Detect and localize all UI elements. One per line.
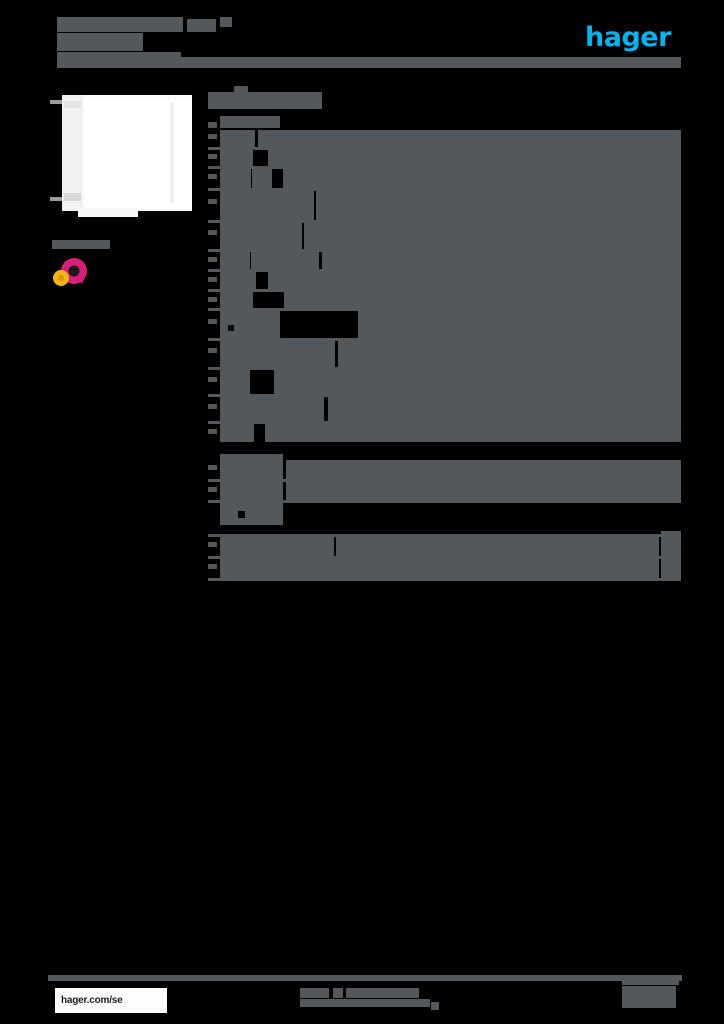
page-footer xyxy=(0,975,724,1017)
row-value-redacted xyxy=(268,272,681,289)
table-row xyxy=(208,503,681,525)
row-label-redacted xyxy=(220,482,283,500)
footer-center-part-2 xyxy=(333,988,343,998)
row-label-redacted xyxy=(220,252,250,269)
row-tick xyxy=(208,154,217,159)
row-label-redacted xyxy=(220,130,255,147)
row-tick xyxy=(208,230,217,235)
table-row xyxy=(208,311,681,338)
footer-url-box[interactable]: hager.com/se xyxy=(55,988,167,1013)
footer-center-part-1 xyxy=(300,988,329,998)
row-value-redacted xyxy=(322,252,681,269)
footer-page-notch-redacted xyxy=(622,977,679,985)
table-row xyxy=(208,559,681,578)
row-label-redacted xyxy=(220,150,253,166)
table-row xyxy=(208,169,681,188)
row-tick xyxy=(208,319,217,324)
row-label-redacted xyxy=(220,537,334,556)
row-tick xyxy=(208,564,217,569)
row-value-redacted xyxy=(358,311,681,338)
hager-logo: hager xyxy=(585,22,671,53)
eco-certification-icon xyxy=(52,256,89,288)
table-row xyxy=(208,272,681,289)
row-tick xyxy=(208,134,217,139)
product-photo xyxy=(50,89,198,219)
row-value-redacted xyxy=(286,482,681,500)
footer-center-part-4 xyxy=(300,999,430,1007)
row-value-redacted xyxy=(338,341,681,367)
row-tick xyxy=(208,199,217,204)
row-label-redacted xyxy=(220,223,258,249)
table-row xyxy=(208,130,681,147)
row-tick xyxy=(208,465,217,470)
table-row xyxy=(208,424,681,442)
row-value-redacted xyxy=(304,223,681,249)
title-line-2-redacted xyxy=(57,33,143,51)
table-row xyxy=(208,397,681,421)
table-row xyxy=(208,292,681,308)
row-tick xyxy=(208,348,217,353)
row-value-redacted xyxy=(283,169,681,188)
row-tick xyxy=(208,487,217,492)
row-value-redacted xyxy=(336,537,659,556)
row-label-redacted xyxy=(220,397,258,421)
table-row xyxy=(208,454,681,479)
footer-page-number-redacted xyxy=(622,986,676,1008)
eco-icon-svg xyxy=(53,258,87,286)
title-line-1b-redacted xyxy=(187,19,216,32)
table-row xyxy=(208,482,681,500)
row-tick xyxy=(208,257,217,262)
row-label-redacted xyxy=(220,341,265,367)
table-row xyxy=(208,223,681,249)
row-value-redacted xyxy=(284,292,681,308)
spec-table-title-redacted xyxy=(208,92,322,109)
table-row xyxy=(208,341,681,367)
row-tick xyxy=(208,404,217,409)
table-row xyxy=(208,252,681,269)
row-label-redacted xyxy=(220,311,280,338)
row-label-redacted xyxy=(220,424,254,442)
row-value-redacted xyxy=(316,191,681,220)
title-line-1-redacted xyxy=(57,17,183,32)
row-label-redacted xyxy=(220,454,283,479)
row-value-redacted xyxy=(268,150,681,166)
table-row xyxy=(208,531,681,556)
row-value-redacted xyxy=(274,370,681,394)
footer-divider-redacted xyxy=(48,975,682,981)
spec-title-cap-redacted xyxy=(234,86,248,93)
header-divider-redacted xyxy=(57,57,681,68)
footer-center-part-5 xyxy=(431,1002,439,1010)
table-row xyxy=(208,150,681,166)
row-value-redacted xyxy=(265,424,681,442)
footer-url-text: hager.com/se xyxy=(61,995,123,1006)
page-header: hager xyxy=(0,0,724,76)
row-tick xyxy=(208,542,217,547)
row-tick xyxy=(208,377,217,382)
row-label-redacted xyxy=(220,559,334,578)
table-row xyxy=(208,370,681,394)
row-tick xyxy=(208,297,217,302)
row-label-redacted xyxy=(220,191,272,220)
row-label-redacted xyxy=(220,370,250,394)
row-label-redacted xyxy=(220,292,253,308)
eco-certification-section xyxy=(52,240,114,290)
footer-center-part-3 xyxy=(346,988,419,998)
eco-label-redacted xyxy=(52,240,110,249)
row-value-redacted xyxy=(286,460,681,479)
row-value-redacted xyxy=(328,397,681,421)
title-superscript-redacted xyxy=(220,17,232,27)
table-row xyxy=(208,191,681,220)
row-value-redacted xyxy=(258,130,681,147)
row-label-redacted xyxy=(220,272,256,289)
row-label-redacted xyxy=(220,503,283,525)
footer-center-redacted xyxy=(300,988,440,1010)
row-tick xyxy=(208,429,217,434)
row-value-redacted xyxy=(331,559,659,578)
row-tick xyxy=(208,174,217,179)
row-label-redacted xyxy=(220,169,251,188)
row-tick xyxy=(208,277,217,282)
